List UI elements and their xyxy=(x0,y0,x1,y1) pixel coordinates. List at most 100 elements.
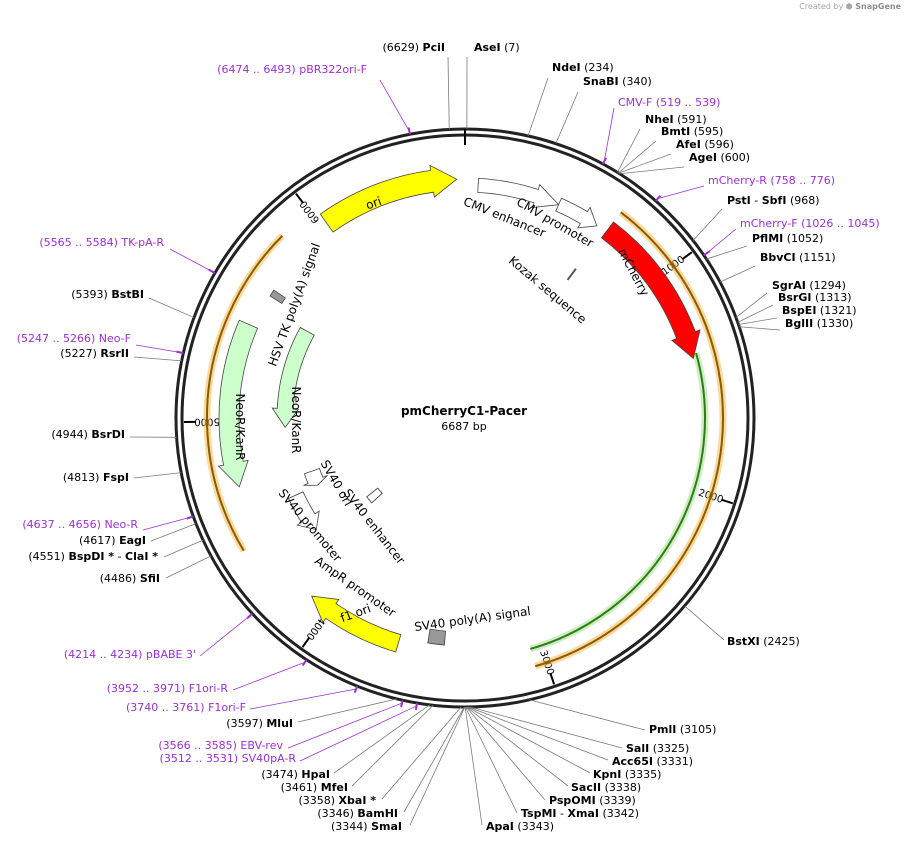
enzyme-leader-line xyxy=(555,91,579,144)
primer-site-mark xyxy=(301,659,308,667)
enzyme-label-smai: (3344) SmaI xyxy=(331,820,402,833)
enzyme-leader-line xyxy=(618,153,672,174)
primer-range: (3512 .. 3531) xyxy=(160,752,239,765)
feature-ampr-promoter xyxy=(303,467,328,486)
separator: - xyxy=(751,194,762,207)
enzyme-name: MluI xyxy=(266,717,293,730)
enzyme-leader-line xyxy=(465,706,518,814)
enzyme-label-pspomi: PspOMI (3339) xyxy=(549,794,636,807)
enzyme-name: EagI xyxy=(119,534,146,547)
feature-label-neor-kanr-inner: NeoR/KanR xyxy=(289,386,303,453)
primer-leader-line xyxy=(249,688,357,710)
enzyme-leader-line xyxy=(333,704,430,774)
credit: Created by ⬢ SnapGene xyxy=(799,2,901,11)
enzyme-leader-line xyxy=(133,356,182,362)
enzyme-label-bmti: BmtI (595) xyxy=(661,125,723,138)
primer-range: (3740 .. 3761) xyxy=(126,701,205,714)
feature-ori xyxy=(319,164,458,233)
enzyme-name: BstBI xyxy=(111,288,144,301)
enzyme-name: TspMI xyxy=(521,807,557,820)
enzyme-name: ClaI * xyxy=(125,550,158,563)
enzyme-position: (591) xyxy=(677,113,707,126)
enzyme-leader-line xyxy=(381,706,462,800)
primer-range: (4637 .. 4656) xyxy=(22,518,101,531)
enzyme-label-pflmi: PflMI (1052) xyxy=(752,232,823,245)
primer-name: mCherry-R xyxy=(708,174,767,187)
primer-label-mcherry-r: mCherry-R (758 .. 776) xyxy=(708,174,835,187)
tick-mark xyxy=(301,636,311,648)
enzyme-label-snabi: SnaBI (340) xyxy=(583,75,652,88)
enzyme-position: (234) xyxy=(584,61,614,74)
enzyme-position: (3342) xyxy=(602,807,639,820)
feature-sv40-enhancer xyxy=(366,487,383,504)
enzyme-leader-line xyxy=(467,706,591,774)
primer-label-cmv-f: CMV-F (519 .. 539) xyxy=(618,96,720,109)
primer-leader-line xyxy=(299,705,417,762)
tick-mark xyxy=(295,192,304,204)
enzyme-label-fspi: (4813) FspI xyxy=(63,471,129,484)
enzyme-label-sfii: (4486) SfiI xyxy=(100,572,160,585)
enzyme-label-sacii: SacII (3338) xyxy=(571,781,641,794)
feature-neor-kanr xyxy=(217,319,259,488)
orf-arc-tk xyxy=(227,235,284,316)
enzyme-name: PstI xyxy=(727,194,751,207)
snapgene-logo-icon: ⬢ xyxy=(845,2,853,11)
enzyme-leader-line xyxy=(706,245,748,260)
plasmid-length: 6687 bp xyxy=(441,420,486,433)
primer-label-pbr322ori-f: (6474 .. 6493) pBR322ori-F xyxy=(217,63,367,76)
primer-range: (3566 .. 3585) xyxy=(158,739,237,752)
enzyme-leader-line xyxy=(618,140,657,174)
enzyme-position: (5227) xyxy=(60,347,97,360)
enzyme-label-bspei: BspEI (1321) xyxy=(782,304,857,317)
enzyme-position: (3461) xyxy=(281,781,318,794)
primer-site-mark xyxy=(654,194,662,202)
enzyme-leader-line xyxy=(465,706,546,801)
enzyme-leader-line xyxy=(617,128,641,173)
enzyme-position: (3358) xyxy=(298,794,335,807)
enzyme-position: (1330) xyxy=(817,317,854,330)
enzyme-leader-line xyxy=(737,304,774,323)
enzyme-label-ndei: NdeI (234) xyxy=(552,61,614,74)
primer-range: (5565 .. 5584) xyxy=(39,236,118,249)
enzyme-name: Acc65I xyxy=(612,755,653,768)
enzyme-label-pcii: (6629) PciI xyxy=(382,41,445,54)
enzyme-name: SbfI xyxy=(762,194,787,207)
enzyme-leader-line xyxy=(719,265,756,283)
tick-mark xyxy=(681,251,693,261)
enzyme-label-nhei: NheI (591) xyxy=(645,113,707,126)
primer-name: mCherry-F xyxy=(740,217,798,230)
primer-range: (5247 .. 5266) xyxy=(17,332,96,345)
primer-leader-line xyxy=(199,615,251,657)
enzyme-position: (1294) xyxy=(809,279,846,292)
primer-range: (3952 .. 3971) xyxy=(107,682,186,695)
primer-site-mark xyxy=(186,515,194,520)
primer-site-mark xyxy=(400,699,404,708)
enzyme-name: PmlI xyxy=(649,723,676,736)
primer-label-ebv-rev: (3566 .. 3585) EBV-rev xyxy=(158,739,283,752)
enzyme-label-bbvci: BbvCI (1151) xyxy=(760,251,836,264)
separator: - xyxy=(114,550,125,563)
enzyme-name: MfeI xyxy=(321,781,348,794)
enzyme-name: AfeI xyxy=(676,138,701,151)
enzyme-name: SacII xyxy=(571,781,601,794)
primer-name: pBABE 3' xyxy=(146,648,196,661)
enzyme-position: (1313) xyxy=(815,291,852,304)
enzyme-leader-line xyxy=(466,706,569,787)
enzyme-name: SfiI xyxy=(140,572,160,585)
enzyme-leader-line xyxy=(351,704,434,787)
feature-neor-kanr-inner xyxy=(271,326,315,429)
enzyme-name: SalI xyxy=(626,742,649,755)
primer-site-mark xyxy=(208,268,216,275)
enzyme-leader-line xyxy=(739,326,781,331)
primer-label-f1ori-f: (3740 .. 3761) F1ori-F xyxy=(126,701,246,714)
enzyme-name: SmaI xyxy=(371,820,402,833)
enzyme-label-tspmi: TspMI - XmaI (3342) xyxy=(521,807,639,820)
primer-leader-line xyxy=(142,516,191,531)
separator: - xyxy=(557,807,568,820)
enzyme-label-afei: AfeI (596) xyxy=(676,138,734,151)
enzyme-label-pmli: PmlI (3105) xyxy=(649,723,716,736)
primer-label-pbabe-3: (4214 .. 4234) pBABE 3' xyxy=(64,648,196,661)
enzyme-position: (3338) xyxy=(605,781,642,794)
primer-leader-line xyxy=(657,185,705,199)
enzyme-name: BglII xyxy=(785,317,813,330)
